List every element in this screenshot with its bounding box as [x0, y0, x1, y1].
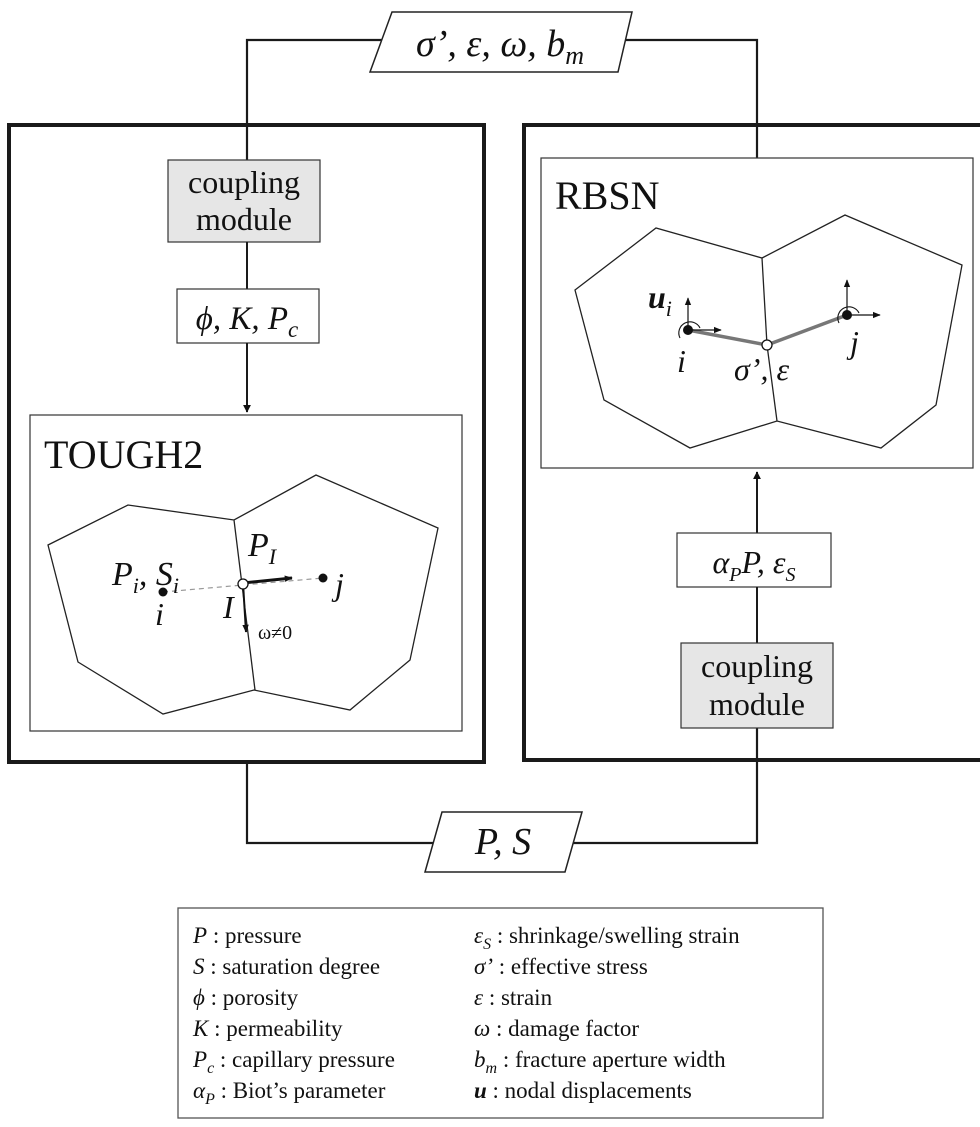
legend-left-item: Pc : capillary pressure — [192, 1047, 395, 1077]
svg-text:ϕ, K, Pc: ϕ, K, Pc — [196, 301, 298, 342]
svg-text:σ’, ε: σ’, ε — [734, 351, 789, 387]
legend-left-item: P : pressure — [192, 923, 302, 948]
damage-arrow — [242, 582, 249, 633]
bottom-connector — [245, 728, 759, 845]
top-label-text: σ’, ε, ω, — [416, 23, 546, 65]
svg-text:i: i — [677, 343, 686, 379]
svg-text:coupling: coupling — [188, 164, 300, 200]
legend-left-item: αP : Biot’s parameter — [193, 1078, 386, 1108]
top-exchange-label: σ’, ε, ω, bm — [368, 11, 633, 73]
legend-left-item: K : permeability — [192, 1016, 343, 1041]
svg-text:ui: ui — [648, 279, 672, 321]
legend-right-item: u : nodal displacements — [474, 1078, 692, 1103]
legend-right-item: σ’ : effective stress — [474, 954, 648, 979]
right-parameter-box: αPP, εS — [676, 532, 832, 588]
tough2-title: TOUGH2 — [44, 432, 203, 477]
node-i-dot — [158, 587, 168, 597]
svg-text:j: j — [846, 324, 859, 360]
rbsn-title: RBSN — [555, 173, 660, 218]
rbsn-midpoint — [761, 339, 773, 351]
svg-text:I: I — [222, 589, 235, 625]
left-coupling-module: coupling module — [167, 159, 321, 243]
svg-text:αPP, εS: αPP, εS — [712, 544, 795, 586]
legend-right-item: ω : damage factor — [474, 1016, 639, 1041]
svg-text:module: module — [709, 686, 805, 722]
legend-right-item: ε : strain — [474, 985, 553, 1010]
left-parameter-box: ϕ, K, Pc — [176, 288, 320, 344]
svg-text:Pi, Si: Pi, Si — [111, 556, 179, 598]
legend: P : pressure S : saturation degree ϕ : por… — [177, 907, 824, 1119]
svg-text:module: module — [196, 201, 292, 237]
left-panel-frame — [7, 123, 486, 764]
right-panel-frame — [522, 123, 980, 762]
tough2-box: TOUGH2 Pi, Si PI i j I ω≠0 — [29, 414, 463, 732]
svg-text:σ’, ε, ω, bm: σ’, ε, ω, bm — [416, 23, 584, 70]
bottom-exchange-label: P, S — [424, 811, 583, 873]
legend-right-item: bm : fracture aperture width — [474, 1047, 726, 1077]
svg-text:j: j — [331, 566, 344, 602]
svg-text:coupling: coupling — [701, 648, 813, 684]
svg-text:P, S: P, S — [474, 821, 531, 863]
svg-text:PI: PI — [247, 527, 278, 569]
node-j-dot — [318, 573, 328, 583]
legend-left-item: S : saturation degree — [193, 954, 380, 979]
legend-right-item: εS : shrinkage/swelling strain — [474, 923, 740, 953]
top-connector — [245, 38, 759, 160]
right-coupling-module: coupling module — [680, 642, 834, 729]
svg-text:i: i — [155, 596, 164, 632]
svg-text:ω≠0: ω≠0 — [258, 622, 292, 644]
legend-left-item: ϕ : porosity — [193, 985, 299, 1010]
interface-point — [237, 578, 249, 590]
flux-arrow — [242, 575, 293, 585]
rbsn-box: RBSN ui i j σ’, ε — [540, 157, 974, 469]
